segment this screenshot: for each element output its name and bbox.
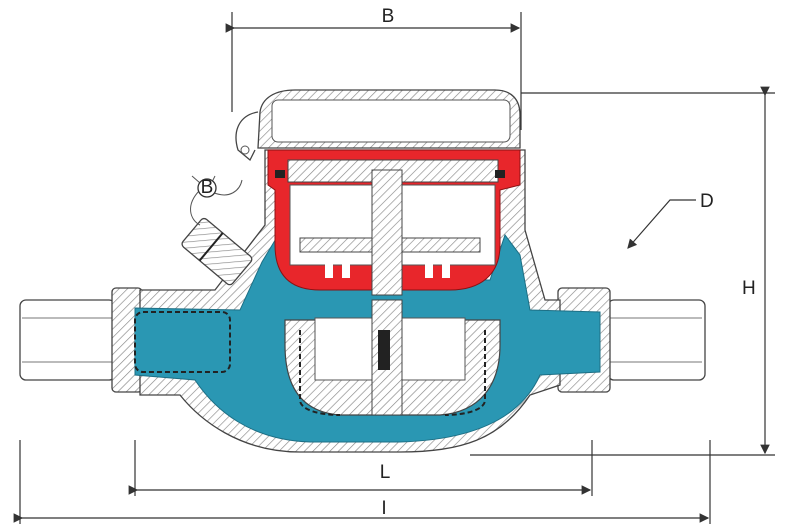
dimension-b-label: B <box>382 6 395 27</box>
component-d-label: D <box>700 191 714 212</box>
shaft-magnet <box>378 330 390 370</box>
left-connector <box>19 287 143 393</box>
hinge-pin <box>240 145 250 155</box>
dimension-i-label: I <box>381 498 386 519</box>
dimension-i: I <box>13 440 711 524</box>
side-plug <box>181 217 253 286</box>
gasket-right <box>495 170 505 178</box>
component-d-pointer: D <box>627 191 714 249</box>
dimension-l-label: L <box>380 462 391 483</box>
dimension-h-label: H <box>742 278 756 299</box>
dimension-b: B <box>225 6 522 130</box>
dimension-l: L <box>128 440 593 496</box>
seal-label: B <box>201 177 214 198</box>
seal: B <box>190 175 243 226</box>
gasket-left <box>275 170 285 178</box>
inlet-strainer <box>134 311 231 373</box>
cover-window <box>271 99 511 143</box>
register-slots <box>325 258 450 278</box>
dimension-h: H <box>470 86 775 456</box>
register-spindle <box>371 169 403 296</box>
